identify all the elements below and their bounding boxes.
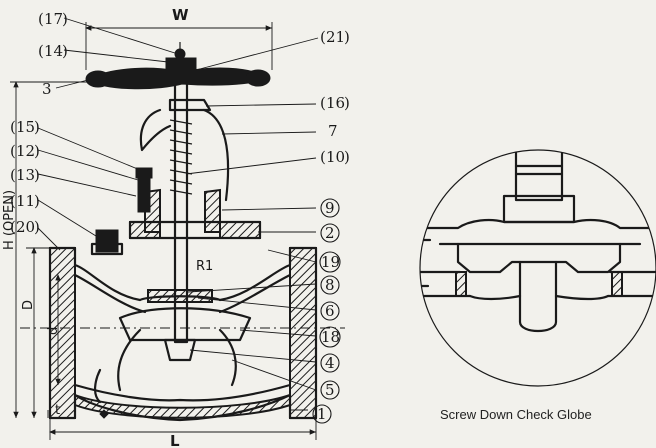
- detail-view: [419, 149, 656, 387]
- svg-text:): ): [34, 118, 40, 136]
- svg-text:(: (: [320, 94, 326, 112]
- gland-bolts: [90, 167, 153, 256]
- svg-text:7: 7: [328, 122, 338, 140]
- svg-text:): ): [34, 142, 40, 160]
- leader-lines: [37, 17, 319, 411]
- svg-text:(: (: [10, 142, 16, 160]
- callout-17: (17): [38, 10, 68, 28]
- callout-16: (16): [320, 94, 350, 112]
- svg-text:1: 1: [317, 405, 327, 423]
- svg-text:2: 2: [325, 224, 335, 242]
- dimension-labels: W H (OPEN) L D d t R1: [2, 6, 213, 448]
- svg-text:): ): [34, 166, 40, 184]
- svg-text:14: 14: [44, 42, 63, 60]
- svg-text:(: (: [10, 192, 16, 210]
- svg-text:10: 10: [326, 148, 345, 166]
- callout-19: 19: [319, 251, 341, 273]
- svg-text:3: 3: [42, 80, 52, 98]
- svg-text:(: (: [10, 218, 16, 236]
- dim-width: W: [172, 6, 189, 24]
- svg-text:(: (: [38, 10, 44, 28]
- svg-text:): ): [62, 10, 68, 28]
- stem: [169, 80, 193, 344]
- detail-caption: Screw Down Check Globe: [440, 407, 592, 422]
- dim-thickness: t: [55, 403, 60, 418]
- callout-11: (11): [10, 192, 40, 210]
- svg-text:13: 13: [16, 166, 35, 184]
- svg-text:21: 21: [326, 28, 345, 46]
- callout-20: (20): [10, 218, 40, 236]
- svg-text:): ): [344, 148, 350, 166]
- svg-text:17: 17: [44, 10, 63, 28]
- callout-4: 4: [320, 353, 340, 373]
- callout-2: 2: [320, 223, 340, 243]
- callout-3: 3: [42, 80, 52, 98]
- svg-text:8: 8: [325, 276, 335, 294]
- svg-text:12: 12: [16, 142, 35, 160]
- svg-text:(: (: [320, 28, 326, 46]
- svg-text:(: (: [38, 42, 44, 60]
- svg-text:): ): [34, 218, 40, 236]
- svg-text:4: 4: [325, 354, 335, 372]
- valve-body: [48, 246, 318, 422]
- svg-text:20: 20: [16, 218, 35, 236]
- callout-9: 9: [320, 198, 340, 218]
- callout-13: (13): [10, 166, 40, 184]
- callout-10: (10): [320, 148, 350, 166]
- part-callouts: (17) (14) 3 (15) (12) (13) (11) (20) (21…: [10, 10, 350, 424]
- callout-15: (15): [10, 118, 40, 136]
- svg-text:): ): [344, 94, 350, 112]
- callout-21: (21): [320, 28, 350, 46]
- svg-text:9: 9: [325, 199, 335, 217]
- callout-1: 1: [312, 404, 332, 424]
- dim-rise: R1: [196, 259, 213, 274]
- svg-text:(: (: [320, 148, 326, 166]
- svg-text:19: 19: [321, 253, 340, 271]
- svg-text:): ): [62, 42, 68, 60]
- svg-text:16: 16: [326, 94, 345, 112]
- handwheel: [85, 42, 271, 90]
- svg-text:(: (: [10, 118, 16, 136]
- callout-7: 7: [328, 122, 338, 140]
- callout-5: 5: [320, 380, 340, 400]
- svg-text:11: 11: [16, 192, 35, 210]
- svg-text:): ): [344, 28, 350, 46]
- dim-length: L: [170, 432, 180, 448]
- svg-text:): ): [34, 192, 40, 210]
- svg-text:(: (: [10, 166, 16, 184]
- valve-cross-section: [20, 42, 345, 422]
- svg-text:6: 6: [325, 302, 335, 320]
- dim-flange-dia: D: [21, 300, 36, 310]
- svg-text:5: 5: [325, 381, 335, 399]
- callout-8: 8: [320, 275, 340, 295]
- callout-18: 18: [319, 326, 341, 348]
- callout-6: 6: [320, 301, 340, 321]
- callout-12: (12): [10, 142, 40, 160]
- dim-height: H (OPEN): [2, 190, 17, 250]
- svg-text:15: 15: [16, 118, 35, 136]
- svg-text:18: 18: [321, 328, 340, 346]
- callout-14: (14): [38, 42, 68, 60]
- dim-bore: d: [46, 327, 61, 335]
